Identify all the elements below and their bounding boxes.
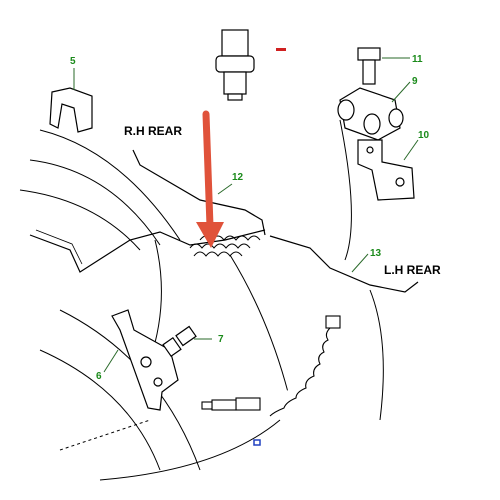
- leader-10: [403, 139, 419, 161]
- bolt-shank: [362, 59, 376, 85]
- callout-10: 10: [418, 130, 430, 141]
- arrow-shaft: [202, 110, 214, 230]
- coil-row-1: [189, 243, 251, 249]
- flexible-hose: [201, 315, 341, 417]
- bracket-hole-a: [140, 356, 152, 368]
- hose-end-top: [325, 315, 341, 329]
- part-5-clip: [49, 87, 93, 133]
- coiled-pipe: [189, 235, 261, 257]
- part-10-bracket: [357, 139, 415, 201]
- red-marker: [276, 48, 286, 51]
- coil-row-2: [193, 251, 243, 257]
- arch-line-1: [39, 129, 181, 241]
- tpiece-port-1: [337, 99, 355, 121]
- bolt7-shank: [162, 336, 182, 358]
- hose-spiral: [269, 327, 331, 417]
- arch-line-8: [339, 119, 352, 261]
- blue-marker: [253, 439, 261, 446]
- lh-rear-label: L.H REAR: [384, 263, 441, 277]
- arch-line-3: [19, 189, 141, 251]
- arch-line-9: [369, 289, 384, 421]
- arrow-head: [196, 222, 224, 248]
- arch-line-2: [29, 159, 161, 246]
- arch-line-5: [39, 349, 161, 471]
- bracket-body: [357, 139, 415, 201]
- callout-6: 6: [96, 371, 102, 382]
- bracket-hole-1: [366, 146, 374, 154]
- bolt-head: [357, 47, 381, 61]
- dashed-line: [59, 419, 151, 451]
- connector-body: [221, 29, 249, 57]
- bracket-hole-2: [395, 177, 405, 187]
- callout-11: 11: [412, 54, 423, 65]
- bracket-hole-b: [153, 377, 163, 387]
- leader-lines: [73, 57, 419, 373]
- leader-13: [351, 253, 369, 273]
- clip-body: [49, 87, 93, 133]
- tpiece-port-2: [363, 113, 381, 135]
- callout-7: 7: [218, 334, 224, 345]
- part-7-bolt: [162, 325, 197, 358]
- callout-12: 12: [232, 172, 244, 183]
- connector-nut: [215, 55, 255, 73]
- center-pipe: [29, 229, 266, 273]
- rh-rear-pipe: [132, 149, 266, 236]
- hose-fitting: [235, 397, 261, 411]
- top-connector: [215, 29, 255, 101]
- pipe-outline: [35, 229, 83, 265]
- callout-5: 5: [70, 56, 76, 67]
- arch-line-7: [229, 254, 291, 401]
- connector-stem: [223, 71, 247, 95]
- leader-6: [103, 349, 119, 373]
- leader-12: [217, 183, 233, 195]
- lh-rear-pipe: [269, 235, 419, 293]
- connector-tip: [227, 93, 243, 101]
- part-6-bracket: [111, 309, 179, 411]
- bolt7-head: [175, 325, 197, 347]
- tpiece-port-3: [388, 108, 404, 128]
- highlight-arrow-icon: [196, 110, 224, 248]
- rh-rear-label: R.H REAR: [124, 124, 182, 138]
- hose-tip: [201, 401, 213, 410]
- part-9-tpiece: [337, 87, 404, 141]
- background-wheel-arches: [19, 119, 384, 481]
- hose-end-bottom: [211, 399, 237, 411]
- part-11-bolt: [357, 47, 381, 85]
- brake-pipes: [29, 149, 419, 293]
- arch-line-10: [99, 419, 281, 481]
- leader-9: [391, 81, 411, 103]
- callout-9: 9: [412, 76, 418, 87]
- callout-13: 13: [370, 248, 382, 259]
